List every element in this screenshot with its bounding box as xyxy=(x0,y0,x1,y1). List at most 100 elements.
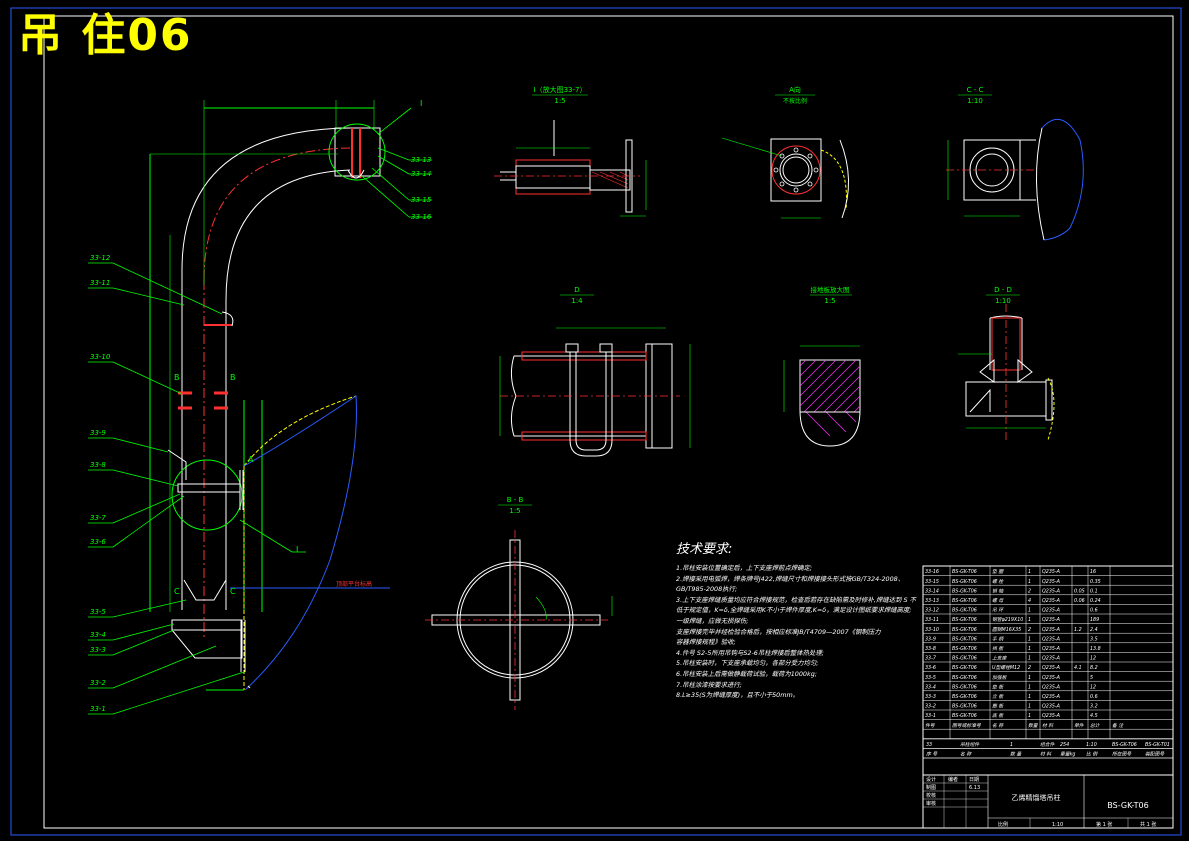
bom-cell-name: 手 柄 xyxy=(992,635,1004,642)
part-label-33-14: 33-14 xyxy=(411,170,431,178)
bom-cell-no: 33-1 xyxy=(925,713,936,719)
tb-date-label: 日期 xyxy=(969,777,979,783)
section-D-title: D xyxy=(574,286,579,294)
bom-cell-material: Q235-A xyxy=(1042,617,1060,623)
section-CC: C - C 1:10 xyxy=(946,86,1084,241)
assembly-cell: 1 xyxy=(1010,742,1013,748)
bom-cell-no: 33-11 xyxy=(925,617,939,623)
bom-cell-no: 33-2 xyxy=(925,704,936,710)
tech-line: 3.上下支座焊缝质量均应符合焊接规范，检查后若存在缺陷需及时修补,焊缝达到 S … xyxy=(676,595,916,604)
bom-cell-qty: 1 xyxy=(1028,617,1031,623)
bom-cell-qty: 1 xyxy=(1028,569,1031,575)
view-A: A向 不按比例 xyxy=(721,85,849,219)
technical-requirements: 技术要求: 1.吊柱安装位置确定后，上下支座焊前点焊确定; 2.焊接采用电弧焊，… xyxy=(676,538,916,701)
section-D: D 1:4 xyxy=(499,286,691,457)
bom-cell-name: 螺 母 xyxy=(992,597,1004,604)
bom-cell-code: BS-GK-T06 xyxy=(952,608,977,614)
bom-cell-material: Q235-A xyxy=(1042,569,1060,575)
title-block: 设计 制图 校核 审核 编者 日期 6.13 乙烯精馏塔吊柱 BS-GK-T06… xyxy=(923,774,1173,828)
section-D-scale: 1:4 xyxy=(571,297,583,305)
assembly-cell: 33 xyxy=(926,742,932,748)
bom-cell-total: 0.35 xyxy=(1090,579,1101,585)
assembly-header: 材 料 xyxy=(1040,751,1052,758)
tb-drawing-no: BS-GK-T06 xyxy=(1107,801,1148,810)
tech-heading: 技术要求: xyxy=(676,542,733,557)
tb-role-review: 审核 xyxy=(926,800,936,807)
bom-cell-qty: 2 xyxy=(1028,627,1031,633)
bom-cell-name: 垫 圈 xyxy=(992,568,1004,575)
bom-cell-no: 33-5 xyxy=(925,675,936,681)
tb-designer: 编者 xyxy=(948,776,958,783)
bom-cell-no: 33-16 xyxy=(925,569,939,575)
bom-cell-material: Q235-A xyxy=(1042,608,1060,614)
tech-line: 容器焊接规程》验收; xyxy=(676,638,736,647)
marker-B-right: B xyxy=(230,373,236,382)
bom-cell-code: BS-GK-T06 xyxy=(952,579,977,585)
tech-line: 7.吊柱涂漆按要求进行; xyxy=(676,680,742,689)
bom-cell-total: 12 xyxy=(1090,656,1096,662)
part-label-33-4: 33-4 xyxy=(90,631,106,639)
assembly-header: 序 号 xyxy=(926,751,937,758)
bom-cell-qty: 2 xyxy=(1028,588,1031,594)
bom-cell-material: Q235-A xyxy=(1042,627,1060,633)
bom-cell-material: Q235-A xyxy=(1042,713,1060,719)
part-label-33-5: 33-5 xyxy=(90,608,106,616)
bom-cell-qty: 1 xyxy=(1028,656,1031,662)
main-view: 33-13 33-14 33-15 33-16 33-12 33-11 33-1… xyxy=(88,99,432,715)
bom-cell-unit: 0.05 xyxy=(1074,588,1085,594)
bom-cell-code: BS-GK-T06 xyxy=(952,646,977,652)
tb-scale-label: 比例 xyxy=(998,821,1008,828)
bom-cell-material: Q235-A xyxy=(1042,665,1060,671)
tech-line: 6.吊柱安装上后需做静载荷试验，载荷为1000kg; xyxy=(676,669,817,678)
bom-cell-code: BS-GK-T06 xyxy=(952,694,977,700)
bom-cell-name: 吊 环 xyxy=(992,608,1004,614)
tb-scale-value: 1:10 xyxy=(1052,822,1063,828)
detail-weld-title: 接地板放大图 xyxy=(811,285,850,294)
bom-cell-unit: 1.2 xyxy=(1074,627,1082,633)
bom-cell-name: 上支座 xyxy=(992,655,1008,662)
section-CC-title: C - C xyxy=(967,86,984,94)
bom-cell-material: Q235-A xyxy=(1042,684,1060,690)
bom-cell-total: 5 xyxy=(1090,675,1093,681)
bom-cell-code: BS-GK-T06 xyxy=(952,665,977,671)
tb-role-design: 设计 xyxy=(926,776,936,783)
bom-cell-qty: 1 xyxy=(1028,694,1031,700)
bom-cell-no: 33-4 xyxy=(925,684,936,690)
marker-A-main: A xyxy=(248,455,254,464)
assembly-header: 重量kg xyxy=(1060,752,1075,758)
tb-sheet: 第 1 张 xyxy=(1096,821,1112,828)
bom-cell-qty: 1 xyxy=(1028,704,1031,710)
part-label-33-7: 33-7 xyxy=(90,514,106,522)
part-label-33-2: 33-2 xyxy=(90,679,106,687)
bom-cell-no: 33-9 xyxy=(925,636,936,642)
section-CC-scale: 1:10 xyxy=(967,97,983,105)
bom-cell-no: 33-6 xyxy=(925,665,936,671)
bom-cell-material: Q235-A xyxy=(1042,636,1060,642)
bom-cell-material: Q235-A xyxy=(1042,646,1060,652)
assembly-cell: 吊柱组件 xyxy=(960,741,980,748)
bom-cell-material: Q235-A xyxy=(1042,694,1060,700)
platform-note: 顶部平台标高 xyxy=(336,580,372,588)
bom-cell-name: 圆钢M16X35 xyxy=(992,626,1021,633)
bom-cell-qty: 1 xyxy=(1028,608,1031,614)
section-BB-scale: 1:5 xyxy=(509,507,520,515)
bom-cell-material: Q235-A xyxy=(1042,598,1060,604)
part-label-33-15: 33-15 xyxy=(411,196,432,204)
tech-line: 2.焊接采用电弧焊，焊条牌号J422,焊缝尺寸和焊接接头形式按GB/T324-2… xyxy=(676,574,905,583)
bom-cell-total: 3.2 xyxy=(1090,704,1098,710)
bom-header-code: 图号或标准号 xyxy=(952,722,981,729)
bom-cell-material: Q235-A xyxy=(1042,704,1060,710)
bom-cell-code: BS-GK-T06 xyxy=(952,569,977,575)
section-DD: D - D 1:10 xyxy=(958,286,1055,441)
section-DD-scale: 1:10 xyxy=(995,297,1011,305)
bom-cell-code: BS-GK-T06 xyxy=(952,588,977,594)
assembly-cell: 组合件 xyxy=(1040,741,1056,748)
tech-line: 4.件号 S2-5所用吊钩与S2-6吊柱焊接后整体热处理; xyxy=(676,648,824,657)
view-A-subtitle: 不按比例 xyxy=(783,97,807,105)
part-label-33-16: 33-16 xyxy=(411,213,432,221)
bom-cell-total: 3.5 xyxy=(1090,636,1098,642)
bom-cell-qty: 1 xyxy=(1028,636,1031,642)
bom-header-qty: 数量 xyxy=(1028,722,1039,729)
part-label-33-12: 33-12 xyxy=(90,254,111,262)
